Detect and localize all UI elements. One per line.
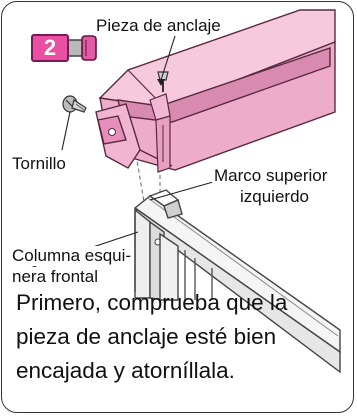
step-badge: 2 [31,34,69,62]
screw-label: Tornillo [10,154,68,174]
anchor-piece-label: Pieza de anclaje [94,16,223,36]
corner-column-label-line2: nera frontal [10,267,100,287]
caption-line-3: encajada y atorníllala. [16,358,235,383]
step-connector [65,35,97,61]
caption-line-2: pieza de anclaje esté bien [16,324,277,349]
caption-line-1: Primero, comprueba que la [16,290,288,315]
step-number: 2 [43,35,57,60]
upper-frame-label-line1: Marco superior [212,166,330,186]
upper-frame-label-line2: izquierdo [238,187,311,207]
anchor-piece [149,93,171,173]
pointer-arrow [157,79,165,86]
corner-column-label-line1: Columna esqui- [10,246,134,266]
lower-frame [133,189,341,374]
screw-icon [62,95,87,113]
instruction-caption: Primero, comprueba que la pieza de ancla… [16,286,348,388]
